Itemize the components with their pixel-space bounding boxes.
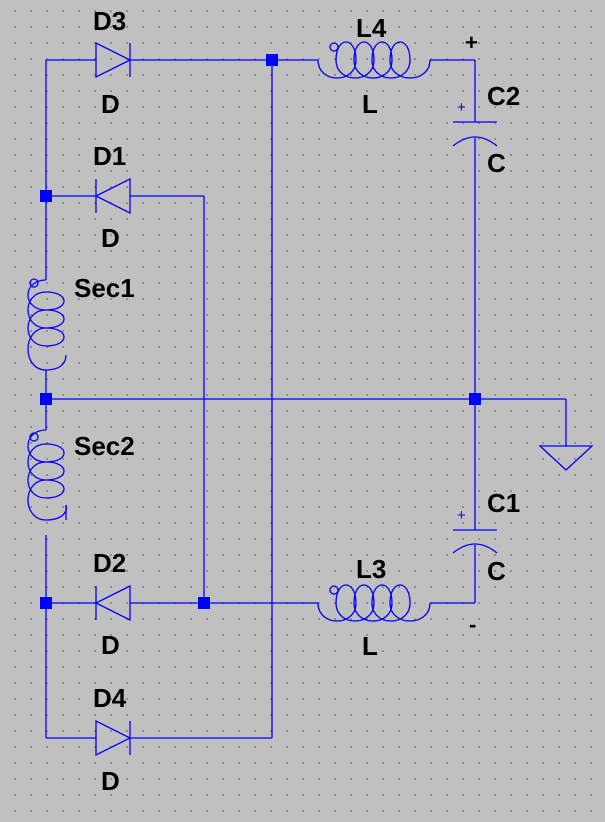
secondary-winding-sec2[interactable] — [27, 429, 68, 521]
secondary-winding-sec1[interactable] — [27, 278, 67, 371]
c1-plus-mark: + — [457, 507, 466, 524]
inductor-l3[interactable] — [317, 584, 431, 622]
label-d1-ref: D1 — [93, 141, 126, 171]
junction-left-center — [40, 393, 52, 405]
junctions — [40, 54, 481, 609]
label-sec1: Sec1 — [74, 273, 135, 303]
label-l4-ref: L4 — [356, 13, 387, 43]
terminal-positive-label: + — [465, 30, 478, 55]
labels: D3 D D1 D D2 D D4 D L4 L L3 L C2 C C1 C … — [74, 6, 520, 796]
junction-left-d1 — [40, 190, 52, 202]
diode-d3[interactable] — [95, 41, 132, 79]
label-l3-value: L — [362, 631, 378, 661]
label-sec2: Sec2 — [74, 431, 135, 461]
diode-d4[interactable] — [95, 719, 132, 757]
label-d3-ref: D3 — [93, 6, 126, 36]
label-d2-value: D — [101, 630, 120, 660]
capacitor-c1[interactable]: + — [452, 507, 498, 554]
junction-right-center — [469, 393, 481, 405]
junction-top-bus — [266, 54, 278, 66]
junction-d1-d2 — [198, 597, 210, 609]
inductor-l4[interactable] — [317, 41, 431, 79]
label-d1-value: D — [101, 223, 120, 253]
ground-symbol — [538, 445, 594, 471]
label-c2-value: C — [487, 148, 506, 178]
label-c2-ref: C2 — [487, 81, 520, 111]
junction-left-d2 — [40, 597, 52, 609]
diode-d2[interactable] — [94, 584, 131, 622]
label-d3-value: D — [101, 89, 120, 119]
capacitor-c2[interactable]: + — [452, 99, 498, 147]
label-l3-ref: L3 — [356, 554, 386, 584]
label-c1-ref: C1 — [487, 488, 520, 518]
diode-d1[interactable] — [94, 177, 131, 215]
wires — [45, 59, 567, 739]
label-d4-value: D — [101, 766, 120, 796]
terminal-negative-label: - — [469, 612, 476, 637]
label-l4-value: L — [362, 89, 378, 119]
label-d4-ref: D4 — [93, 683, 127, 713]
c2-plus-mark: + — [457, 99, 466, 116]
label-c1-value: C — [487, 556, 506, 586]
label-d2-ref: D2 — [93, 548, 126, 578]
